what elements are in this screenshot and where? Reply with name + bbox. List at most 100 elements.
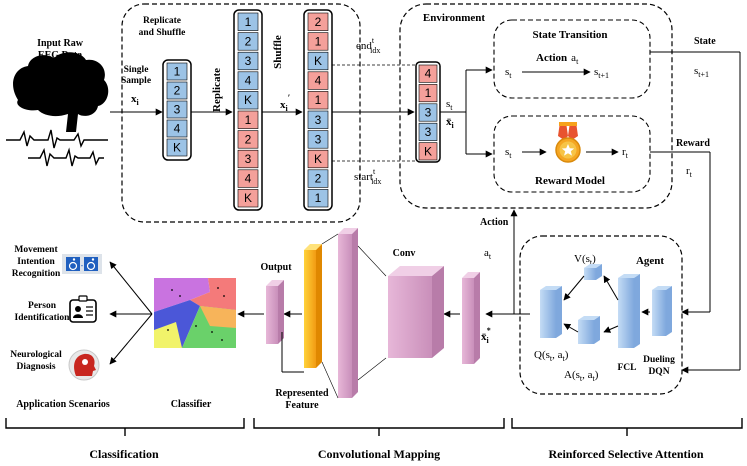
action-signal-label: Action	[480, 217, 509, 228]
tall-conv-block	[338, 228, 358, 398]
reward-model-s-in: st	[505, 146, 512, 160]
selected-cell	[418, 84, 438, 103]
feature-link-bottom	[321, 361, 339, 399]
section-braces: Classification Convolutional Mapping Rei…	[5, 418, 743, 461]
app-movement-line1: Movement	[14, 245, 58, 255]
input-feature-map	[462, 272, 480, 364]
selected-cell	[418, 103, 438, 122]
selected-cell	[418, 122, 438, 141]
shuffled-cell-label: K	[314, 152, 322, 166]
represented-label-line1: Represented	[275, 388, 329, 399]
app-scenarios-label: Application Scenarios	[16, 399, 110, 410]
brain-icon	[13, 52, 109, 132]
section-classification: Classification	[89, 447, 159, 461]
feature-link-top	[321, 233, 339, 245]
selected-cell	[418, 64, 438, 83]
xi-label: xi	[131, 93, 140, 107]
agent-box	[519, 235, 683, 395]
eeg-wave-2	[28, 147, 104, 167]
dueling-label-line2: DQN	[648, 367, 669, 377]
single-sample-line1: Single	[124, 65, 149, 75]
state-transition-title: State Transition	[532, 29, 607, 41]
single-sample-cell-label: 1	[174, 65, 181, 79]
shuffled-cell	[307, 91, 329, 110]
a-label: A(st, at)	[564, 369, 599, 383]
fcl-block	[618, 274, 640, 348]
replicate-label: Replicate	[211, 68, 223, 112]
app-person-line2: Identification	[15, 313, 71, 323]
state-signal-value: st+1	[694, 65, 709, 79]
shuffled-cell	[307, 130, 329, 149]
environment-title: Environment	[423, 12, 485, 24]
value-stream-block	[584, 264, 602, 280]
app-person-line1: Person	[28, 301, 57, 311]
replicate-shuffle-title-line2: and Shuffle	[139, 28, 186, 38]
classification-bracket	[5, 418, 245, 429]
fcl-to-v-arrow	[603, 275, 619, 301]
shuffled-cell-label: 2	[315, 15, 322, 29]
classifier-label: Classifier	[171, 399, 212, 410]
shuffled-cell	[307, 71, 329, 90]
signal-lines: State st+1 Reward rt Action at x̄i*	[480, 36, 741, 374]
app-movement-line3: Recognition	[12, 269, 61, 279]
classifier-section: Classifier	[109, 261, 236, 410]
selected-cell-label: 4	[425, 67, 432, 81]
replicate-shuffle-box	[121, 3, 361, 223]
reward-model-title: Reward Model	[535, 175, 605, 187]
represented-label-line2: Feature	[285, 400, 319, 411]
shuffled-cell	[307, 12, 329, 31]
agent-title: Agent	[636, 255, 664, 267]
wheelchair-icon: -	[62, 254, 102, 274]
single-sample-cell-label: K	[173, 141, 181, 155]
replicated-cell	[237, 110, 259, 129]
a-to-q-arrow	[563, 323, 579, 333]
shuffled-cell-label: 2	[315, 172, 322, 186]
replicated-cell	[237, 130, 259, 149]
neurology-head-icon	[68, 349, 100, 381]
replicated-cell-label: 4	[245, 172, 252, 186]
replicated-cell	[237, 71, 259, 90]
selected-cell	[418, 142, 438, 161]
fcl-label: FCL	[618, 363, 637, 373]
shuffled-cell-label: 3	[315, 132, 322, 146]
single-sample-cell	[166, 62, 188, 81]
agent-section: Agent V(st)	[519, 235, 683, 395]
q-value-block	[540, 286, 562, 338]
selected-cell-label: K	[424, 144, 432, 158]
shuffled-cell	[307, 32, 329, 51]
replicated-cell-label: 4	[245, 74, 252, 88]
env-st-label: st	[446, 98, 453, 112]
replicated-cell-label: K	[244, 93, 252, 107]
eeg-wave-1	[6, 129, 108, 149]
to-neuro-arrow	[109, 313, 153, 365]
reward-signal-label: Reward	[676, 138, 710, 149]
state-signal-label: State	[694, 36, 716, 47]
app-neuro-line1: Neurological	[10, 350, 62, 360]
replicated-cell	[237, 32, 259, 51]
section-convolutional: Convolutional Mapping	[318, 447, 440, 461]
conv-layer-block	[388, 266, 444, 358]
replicated-cell	[237, 189, 259, 208]
replicated-cell-label: 1	[245, 15, 252, 29]
classifier-region-map	[154, 278, 236, 348]
state-transition-s-in: st	[505, 66, 512, 80]
selected-cell-label: 3	[425, 125, 432, 139]
v-to-q-arrow	[563, 275, 585, 301]
advantage-stream-block	[578, 316, 600, 344]
xprime-label: xi′	[280, 93, 290, 113]
conv-link-top	[357, 245, 387, 277]
env-xbar-label: x̄i	[446, 116, 455, 130]
replicated-cell-label: 2	[245, 132, 252, 146]
conv-link-bottom	[357, 357, 387, 381]
replicated-cell-label: K	[244, 191, 252, 205]
replicated-cell	[237, 169, 259, 188]
output-label: Output	[260, 262, 292, 273]
